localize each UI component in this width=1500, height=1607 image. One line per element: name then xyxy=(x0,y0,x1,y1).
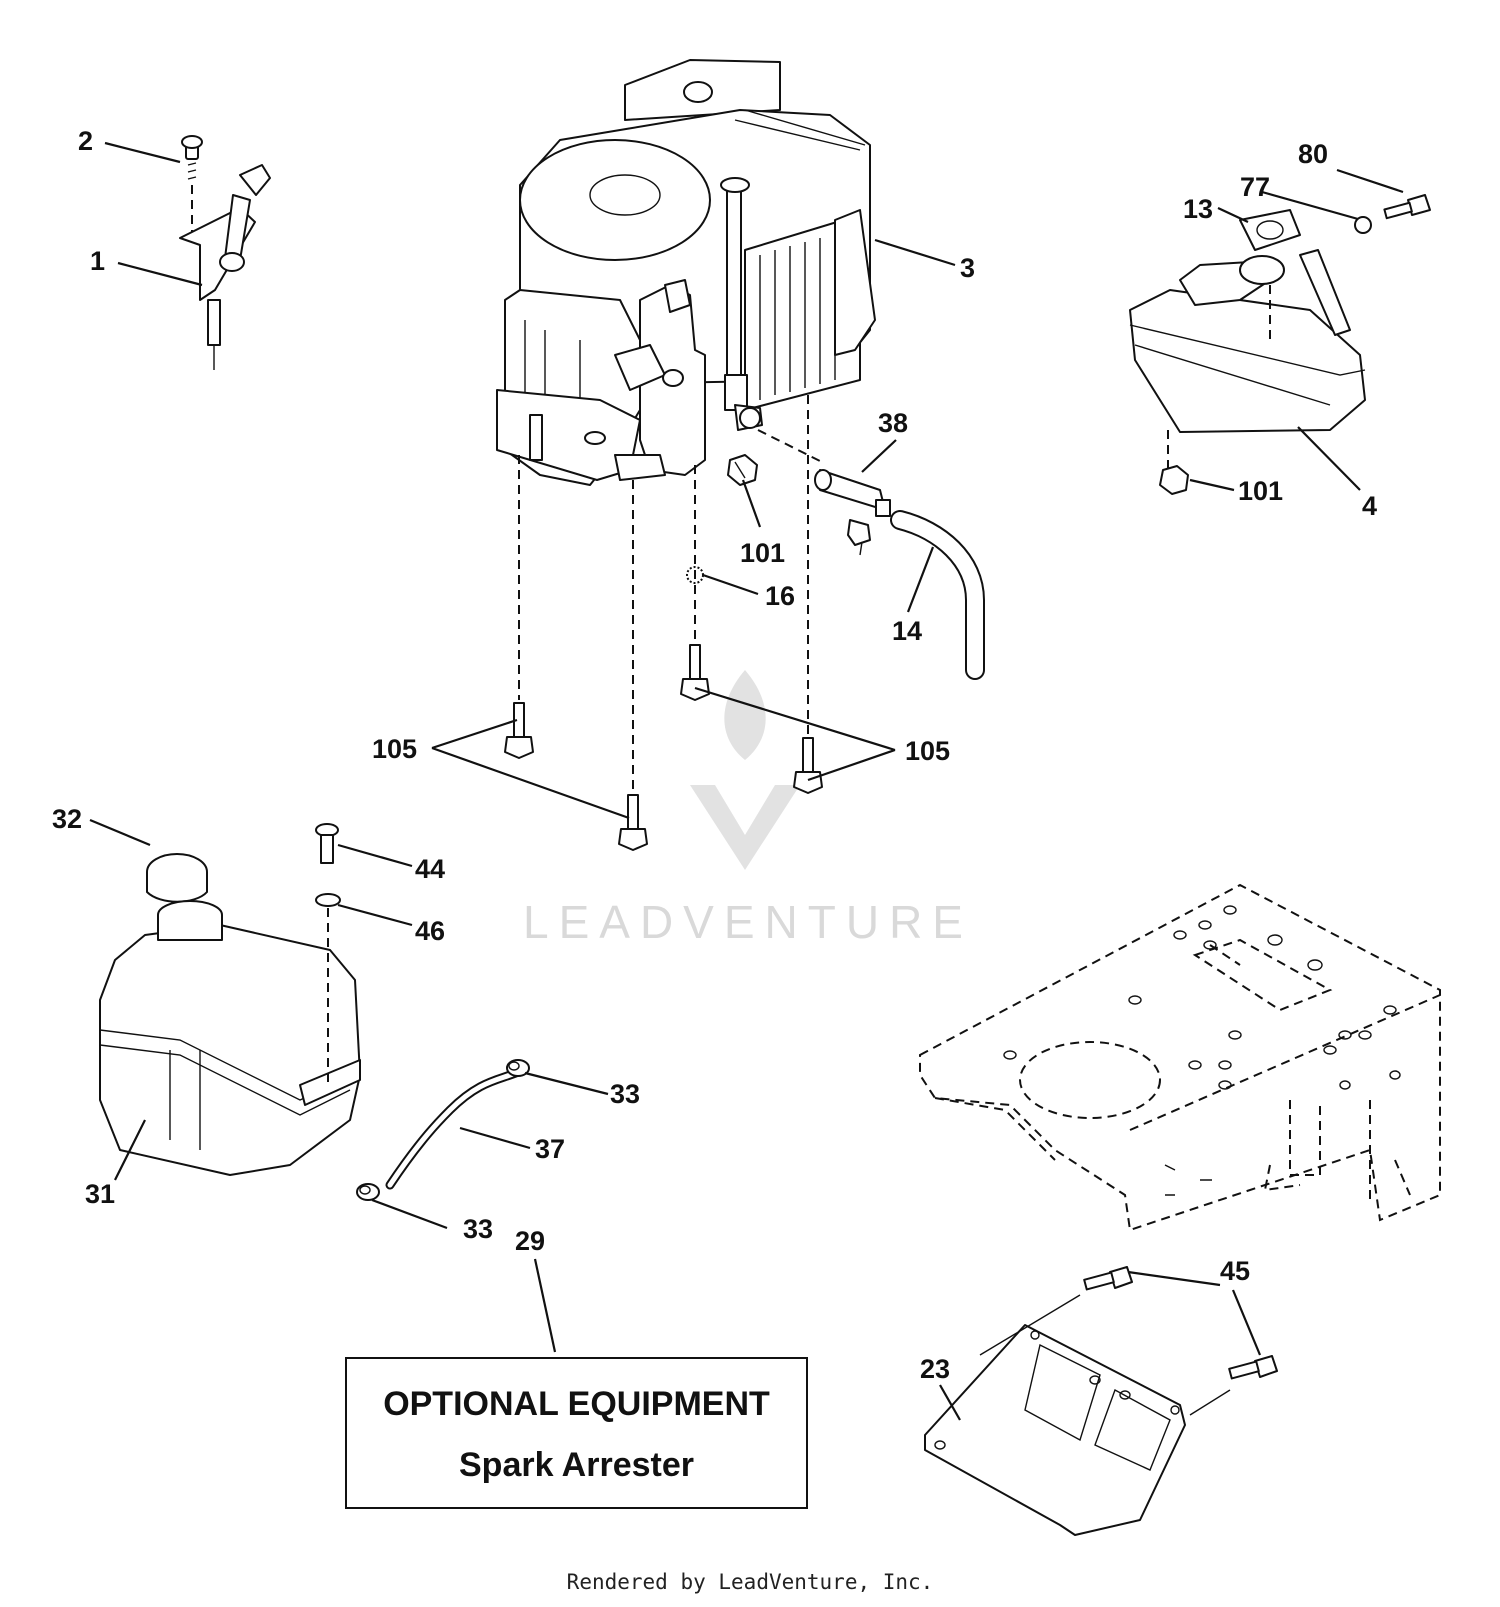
callout-38: 38 xyxy=(878,408,908,438)
hose-clamp-33-upper xyxy=(506,1059,530,1077)
callout-13: 13 xyxy=(1183,194,1213,224)
fuel-filter-38 xyxy=(814,469,891,556)
gasket-13 xyxy=(1239,209,1301,251)
callout-14: 14 xyxy=(892,616,922,646)
callout-29: 29 xyxy=(515,1226,545,1256)
washer-46 xyxy=(315,893,341,907)
callout-77: 77 xyxy=(1240,172,1270,202)
optional-equipment-box: OPTIONAL EQUIPMENT Spark Arrester xyxy=(345,1357,808,1509)
callout-45: 45 xyxy=(1220,1256,1250,1286)
callout-33-upper: 33 xyxy=(610,1079,640,1109)
callout-44: 44 xyxy=(415,854,445,884)
callout-1: 1 xyxy=(90,246,105,276)
watermark-text: LEADVENTURE xyxy=(523,896,973,948)
callout-32: 32 xyxy=(52,804,82,834)
tractor-frame xyxy=(919,883,1441,1232)
callout-23: 23 xyxy=(920,1354,950,1384)
nut-101-muffler xyxy=(1159,465,1189,495)
callout-105-right: 105 xyxy=(905,736,950,766)
callout-16: 16 xyxy=(765,581,795,611)
washer-77 xyxy=(1354,216,1372,234)
callout-101-muffler: 101 xyxy=(1238,476,1283,506)
callout-31: 31 xyxy=(85,1179,115,1209)
callout-4: 4 xyxy=(1362,491,1377,521)
engine-assembly xyxy=(496,59,876,486)
callout-37: 37 xyxy=(535,1134,565,1164)
render-credit: Rendered by LeadVenture, Inc. xyxy=(566,1570,934,1594)
callout-labels: 2 1 3 80 77 13 101 4 38 101 16 14 105 10… xyxy=(52,126,1377,1384)
callout-46: 46 xyxy=(415,916,445,946)
fuel-cap-32 xyxy=(146,853,208,903)
hose-clamp-33-lower xyxy=(356,1183,380,1201)
nut-101-engine xyxy=(727,454,758,486)
bolt-80 xyxy=(1383,194,1431,220)
muffler-4 xyxy=(1129,249,1366,470)
screw-44 xyxy=(315,823,339,864)
callout-3: 3 xyxy=(960,253,975,283)
leader-lines xyxy=(89,141,1404,1421)
guard-plate-23 xyxy=(924,1324,1186,1536)
engine-bolts-105 xyxy=(504,644,823,851)
fuel-tank-31 xyxy=(99,900,361,1176)
fuel-hose-14 xyxy=(890,510,985,680)
throttle-control-1 xyxy=(179,135,271,370)
callout-2: 2 xyxy=(78,126,93,156)
bolts-45 xyxy=(1083,1266,1278,1380)
callout-33-lower: 33 xyxy=(463,1214,493,1244)
fuel-line-37 xyxy=(385,1067,523,1190)
watermark-logo xyxy=(690,670,800,870)
callout-80: 80 xyxy=(1298,139,1328,169)
optional-equipment-title: OPTIONAL EQUIPMENT xyxy=(383,1385,770,1423)
callout-101-engine: 101 xyxy=(740,538,785,568)
callout-105-left: 105 xyxy=(372,734,417,764)
optional-equipment-subtitle: Spark Arrester xyxy=(459,1446,694,1484)
